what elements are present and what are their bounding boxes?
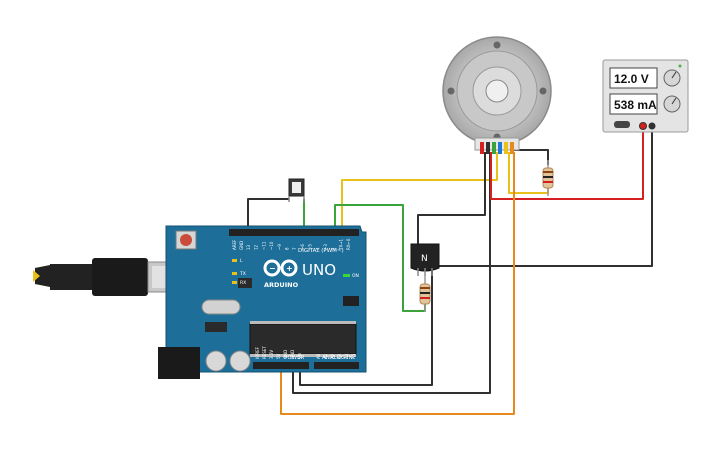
led-rx	[232, 281, 237, 284]
pin-label: Vin	[297, 352, 302, 359]
transistor-label: N	[421, 254, 428, 264]
pushbutton[interactable]	[288, 178, 305, 202]
on-label: ON	[352, 273, 359, 279]
voltage-readout: 12.0 V	[614, 72, 649, 86]
capacitor-2	[229, 350, 251, 372]
pin-label: GND	[283, 350, 288, 359]
pin-label: TX→1	[338, 238, 343, 251]
pin-label: A3	[337, 353, 342, 359]
pin-label: IOREF	[255, 346, 260, 359]
pin-label: A0	[316, 353, 321, 359]
wire-black-gnd-long[interactable]	[292, 152, 491, 394]
power-header[interactable]	[253, 362, 309, 369]
led-label-l: L	[240, 258, 243, 264]
pin-label: 2	[331, 247, 336, 250]
pin-label: 7	[292, 247, 297, 250]
pin-label: ~11	[261, 241, 266, 250]
wire-button-gnd[interactable]	[247, 198, 289, 230]
digital-label: DIGITAL (PWM~)	[298, 248, 344, 254]
pin-label: A5	[351, 353, 356, 359]
pin-label: 3.3V	[269, 350, 274, 359]
pin-label: 4	[315, 247, 320, 250]
led-l	[232, 259, 237, 262]
analog-header[interactable]	[314, 362, 359, 369]
psu-terminal-positive[interactable]	[639, 122, 647, 130]
wire-yellow-signal[interactable]	[341, 152, 498, 230]
pin-label: RX←0	[346, 238, 351, 250]
capacitor-1	[205, 350, 227, 372]
uno-logo-text: UNO	[302, 261, 336, 279]
aref-label: AREF	[232, 239, 237, 250]
voltage-display	[609, 67, 658, 89]
pin-label: GND	[290, 350, 295, 359]
current-display	[609, 93, 658, 115]
resistor-motor[interactable]	[542, 160, 554, 196]
usb-cable[interactable]	[33, 258, 179, 296]
pin-label: ~9	[277, 244, 282, 250]
pin-label: 12	[254, 244, 259, 250]
led-label-rx: RX	[240, 280, 246, 286]
arduino-uno-board[interactable]: − +	[158, 225, 367, 379]
arduino-logo	[263, 259, 298, 277]
led-label-tx: TX	[239, 271, 246, 277]
pin-label: A1	[323, 353, 328, 359]
wire-black-resistor-top[interactable]	[514, 149, 549, 165]
dc-motor[interactable]	[442, 36, 552, 154]
wire-black-motor-emitter[interactable]	[417, 152, 486, 266]
wires	[247, 126, 653, 415]
analog-label: ANALOG IN	[322, 355, 353, 361]
led-on	[343, 274, 350, 277]
pin-label: A4	[344, 353, 349, 359]
power-label: POWER	[284, 355, 305, 361]
pin-label: ~6	[300, 244, 305, 250]
power-switch[interactable]	[614, 121, 630, 128]
pin-label: ~5	[308, 244, 313, 250]
resistor-base[interactable]	[419, 276, 431, 312]
atmega-chip	[249, 323, 357, 355]
pin-label: A2	[330, 353, 335, 359]
current-readout: 538 mA	[614, 98, 657, 112]
psu-terminal-negative[interactable]	[648, 122, 656, 130]
svg-text:+: +	[286, 264, 293, 273]
pin-label: ~3	[323, 244, 328, 250]
wire-black-psu[interactable]	[430, 126, 653, 267]
wire-red-power[interactable]	[490, 126, 644, 200]
crystal	[201, 299, 241, 315]
pin-label: 13	[246, 244, 251, 250]
led-tx	[232, 272, 237, 275]
wire-orange[interactable]	[280, 152, 515, 415]
svg-text:−: −	[269, 264, 276, 273]
pin-label: 5V	[276, 353, 281, 359]
pin-label: ~10	[269, 241, 274, 250]
wire-black-gnd-transistor[interactable]	[299, 266, 433, 386]
gnd-label: GND	[239, 241, 244, 250]
dc-jack[interactable]	[158, 347, 200, 379]
pin-label: RESET	[262, 346, 267, 359]
power-supply[interactable]	[602, 59, 689, 133]
pin-label: 8	[285, 247, 290, 250]
npn-transistor[interactable]	[410, 243, 440, 276]
digital-header[interactable]	[229, 229, 359, 236]
arduino-brand-text: ARDUINO	[264, 281, 299, 289]
